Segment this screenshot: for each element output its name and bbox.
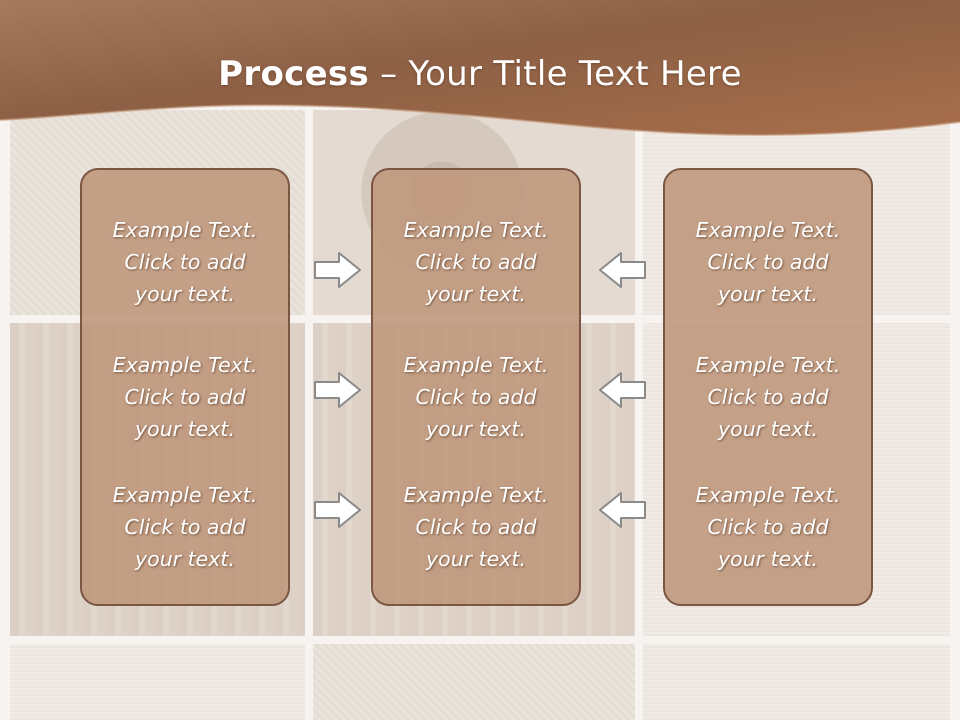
background-photo-tile: [643, 644, 950, 720]
card-text-block[interactable]: Example Text. Click to add your text.: [112, 218, 258, 306]
card-text-block[interactable]: Example Text. Click to add your text.: [695, 483, 841, 571]
slide-title-rest: – Your Title Text Here: [369, 54, 742, 94]
process-card-center[interactable]: Example Text. Click to add your text. Ex…: [371, 168, 581, 606]
card-text-block[interactable]: Example Text. Click to add your text.: [403, 218, 549, 306]
arrow-left-icon: [599, 252, 646, 288]
arrow-right-icon: [314, 372, 361, 408]
card-text-block[interactable]: Example Text. Click to add your text.: [112, 353, 258, 441]
arrow-left-icon: [599, 492, 646, 528]
card-text-block[interactable]: Example Text. Click to add your text.: [695, 353, 841, 441]
background-photo-tile: [10, 644, 305, 720]
background-photo-tile: [313, 644, 635, 720]
card-text-block[interactable]: Example Text. Click to add your text.: [403, 353, 549, 441]
arrow-right-icon: [314, 252, 361, 288]
slide-title-bold: Process: [218, 54, 370, 94]
card-text-block[interactable]: Example Text. Click to add your text.: [403, 483, 549, 571]
arrow-left-icon: [599, 372, 646, 408]
process-card-right[interactable]: Example Text. Click to add your text. Ex…: [663, 168, 873, 606]
title-banner: Process – Your Title Text Here: [0, 0, 960, 150]
process-card-left[interactable]: Example Text. Click to add your text. Ex…: [80, 168, 290, 606]
slide-title[interactable]: Process – Your Title Text Here: [0, 52, 960, 96]
arrow-right-icon: [314, 492, 361, 528]
card-text-block[interactable]: Example Text. Click to add your text.: [695, 218, 841, 306]
card-text-block[interactable]: Example Text. Click to add your text.: [112, 483, 258, 571]
